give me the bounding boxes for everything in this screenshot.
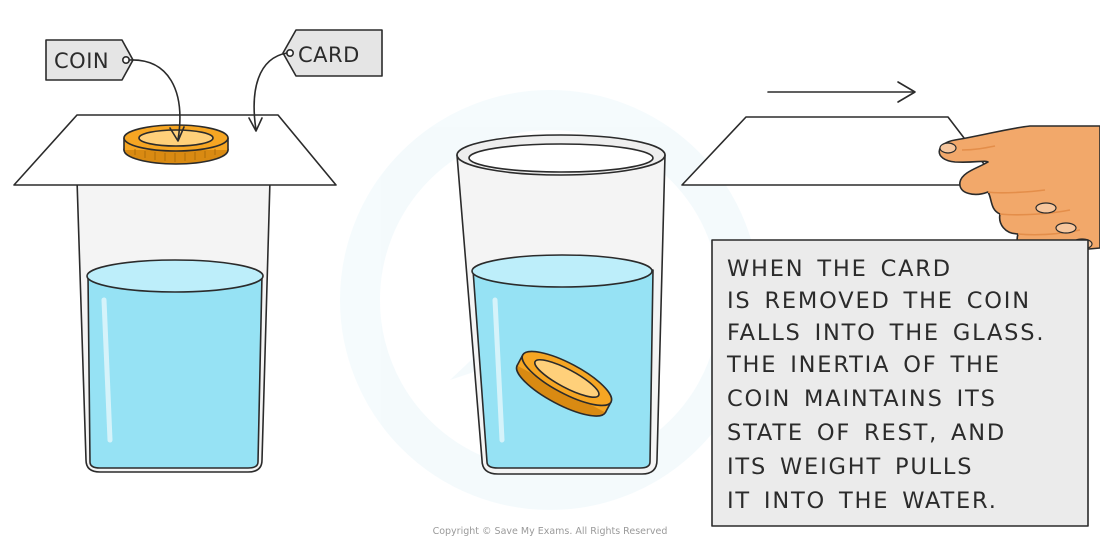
card-label-tag: CARD: [282, 29, 383, 77]
coin-label-text: COIN: [54, 49, 109, 73]
copyright-notice: Copyright © Save My Exams. All Rights Re…: [433, 526, 668, 537]
explanation-line-5: COIN MAINTAINS ITS: [727, 386, 997, 412]
falling-coin: [515, 350, 613, 417]
explanation-line-7: ITS WEIGHT PULLS: [727, 454, 973, 480]
explanation-line-1: WHEN THE CARD: [727, 256, 952, 282]
coin-on-card: [123, 124, 229, 165]
explanation-line-6: STATE OF REST, AND: [727, 420, 1006, 446]
coin-pointer-arrow: [128, 59, 181, 141]
explanation-box: WHEN THE CARD IS REMOVED THE COIN FALLS …: [711, 239, 1089, 527]
panel-glass-with-card: COIN CARD: [13, 29, 383, 473]
explanation-line-3: FALLS INTO THE GLASS.: [727, 320, 1045, 346]
glass-2: [456, 134, 666, 475]
explanation-line-8: IT INTO THE WATER.: [727, 488, 998, 514]
panel-card-removed: WHEN THE CARD IS REMOVED THE COIN FALLS …: [681, 81, 1100, 527]
motion-arrow: [767, 81, 916, 103]
glass-1: [76, 179, 271, 473]
explanation-line-4: THE INERTIA OF THE: [726, 352, 1001, 378]
panel-coin-in-water: [456, 134, 666, 475]
card-pointer-arrow: [253, 52, 288, 131]
explanation-line-2: IS REMOVED THE COIN: [727, 288, 1031, 314]
hand: [938, 125, 1100, 253]
coin-label-tag: COIN: [45, 39, 134, 81]
card-label-text: CARD: [298, 43, 360, 67]
